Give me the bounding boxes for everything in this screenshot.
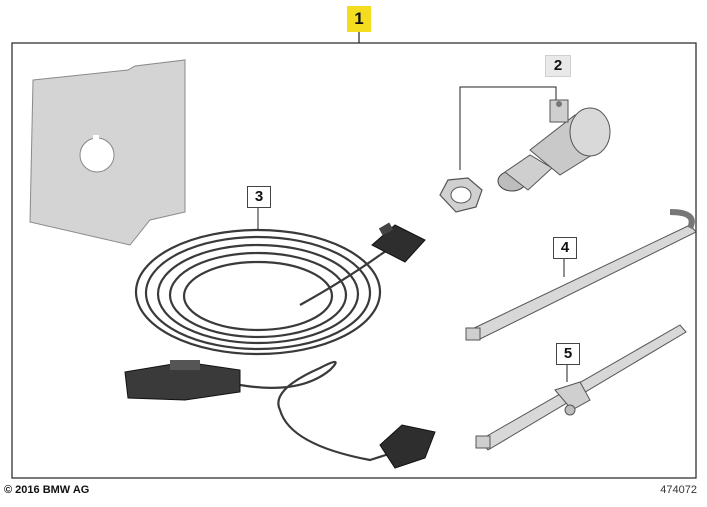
callout-2: 2: [545, 55, 571, 77]
gasket-plate-icon: [29, 59, 186, 246]
cable-tie-icon: [465, 209, 697, 341]
hex-nut-icon: [439, 177, 483, 213]
wiring-harness-icon: [134, 228, 396, 462]
callout-3: 3: [247, 186, 271, 208]
connector-left-icon: [124, 360, 241, 401]
callout-1: 1: [347, 6, 371, 32]
copyright-notice: © 2016 BMW AG: [4, 484, 90, 496]
leader-2: [459, 86, 557, 170]
callout-5: 5: [556, 343, 580, 365]
callout-4: 4: [553, 237, 577, 259]
cable-tie-with-clip-icon: [475, 324, 687, 451]
socket-housing-icon: [497, 99, 611, 192]
connector-upper-icon: [371, 222, 426, 263]
assembly-frame: [11, 42, 697, 479]
connector-lower-icon: [379, 424, 436, 469]
reference-number: 474072: [660, 484, 697, 496]
